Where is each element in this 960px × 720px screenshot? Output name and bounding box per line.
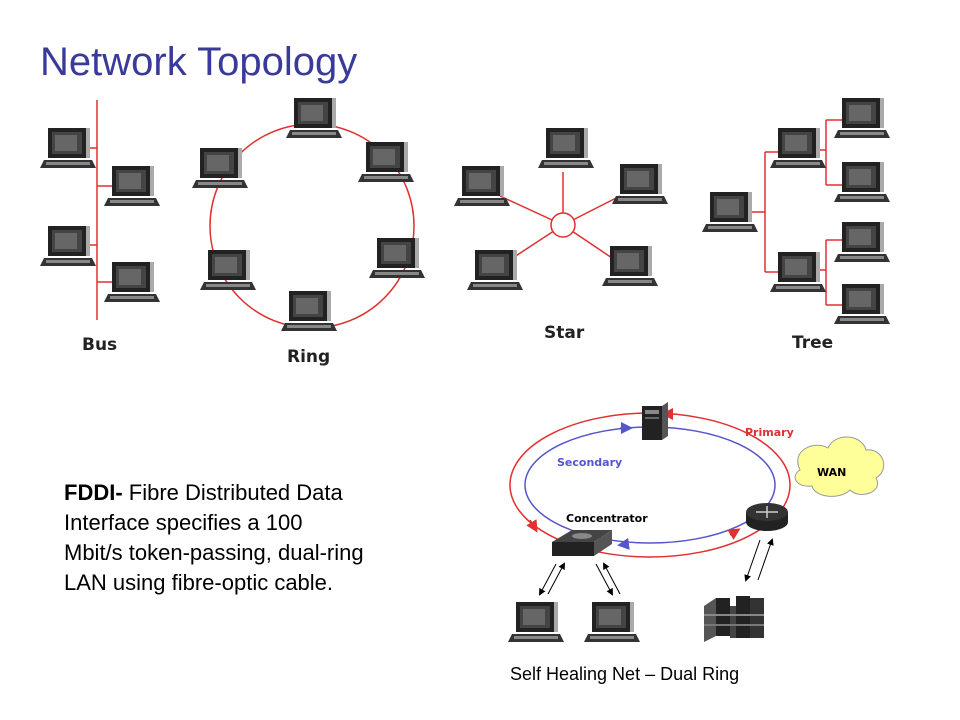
computer-icon	[104, 166, 160, 206]
computer-icon	[192, 148, 248, 188]
server-icon	[642, 402, 668, 440]
computer-icon	[104, 262, 160, 302]
computer-icon	[508, 602, 564, 642]
server-rack-icon	[704, 596, 764, 642]
dual-ring-caption: Self Healing Net – Dual Ring	[510, 664, 740, 684]
computer-icon	[770, 252, 826, 292]
computer-icon	[467, 250, 523, 290]
computer-icon	[454, 166, 510, 206]
computer-icon	[538, 128, 594, 168]
computer-icon	[770, 128, 826, 168]
router-icon	[746, 503, 788, 531]
wan-label: WAN	[817, 466, 846, 479]
computer-icon	[40, 226, 96, 266]
primary-label: Primary	[745, 426, 794, 439]
computer-icon	[834, 284, 890, 324]
computer-icon	[40, 128, 96, 168]
tree-topology: Tree	[702, 98, 890, 353]
fddi-description: FDDI- Fibre Distributed Data Interface s…	[64, 478, 364, 598]
wan-cloud-icon: WAN	[794, 436, 885, 497]
computer-icon	[281, 291, 337, 331]
bus-label: Bus	[82, 335, 117, 355]
page-title: Network Topology	[40, 40, 358, 84]
ring-label: Ring	[287, 347, 330, 367]
computer-icon	[834, 162, 890, 202]
star-topology: Star	[454, 128, 668, 343]
computer-icon	[584, 602, 640, 642]
dual-ring-diagram: WAN Primary Secondary Concentrator	[508, 402, 885, 642]
tree-label: Tree	[792, 333, 833, 353]
concentrator-icon	[552, 530, 612, 556]
fddi-heading: FDDI-	[64, 480, 123, 505]
computer-icon	[834, 222, 890, 262]
ring-topology: Ring	[192, 98, 425, 367]
computer-icon	[834, 98, 890, 138]
computer-icon	[200, 250, 256, 290]
bus-topology: Bus	[40, 100, 160, 355]
computer-icon	[358, 142, 414, 182]
computer-icon	[702, 192, 758, 232]
secondary-label: Secondary	[557, 456, 622, 469]
concentrator-label: Concentrator	[566, 512, 648, 525]
computer-icon	[286, 98, 342, 138]
computer-icon	[369, 238, 425, 278]
star-label: Star	[544, 323, 585, 343]
computer-icon	[612, 164, 668, 204]
computer-icon	[602, 246, 658, 286]
fddi-body: Fibre Distributed Data Interface specifi…	[64, 480, 364, 595]
